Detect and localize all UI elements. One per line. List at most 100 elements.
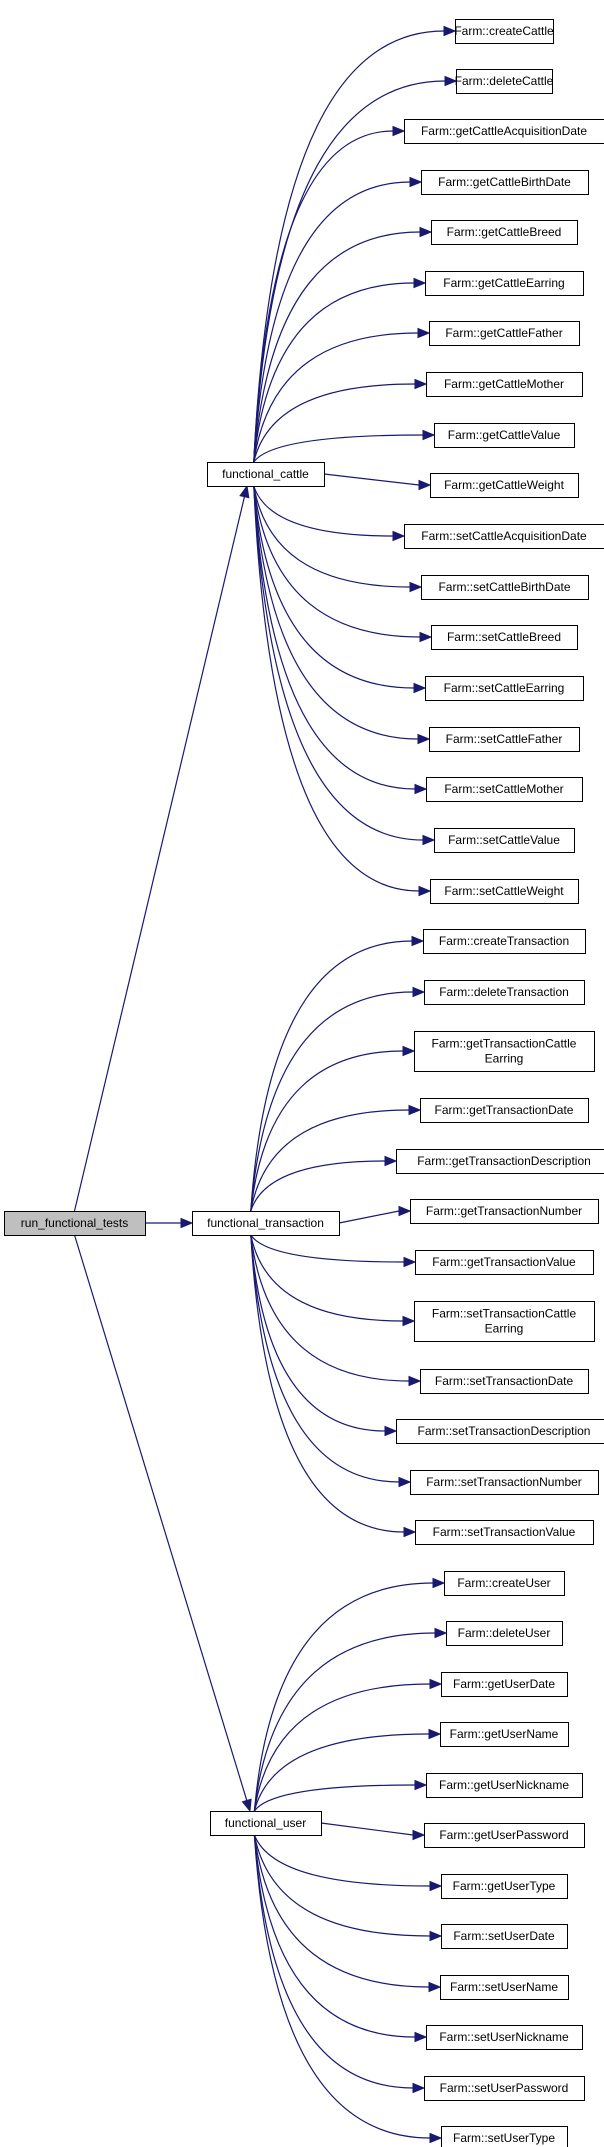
node-delete-cattle[interactable]: Farm::deleteCattle [455, 69, 554, 94]
node-set-cattle-birth-date[interactable]: Farm::setCattleBirthDate [421, 575, 589, 600]
edge-cattle-to-set-cattle-birth-date-arrowhead [409, 581, 423, 593]
node-create-transaction[interactable]: Farm::createTransaction [423, 929, 586, 954]
edge-cattle-to-set-cattle-birth-date [253, 485, 411, 588]
edge-cattle-to-get-cattle-father [253, 332, 419, 463]
edge-cattle-to-set-cattle-father [253, 485, 419, 740]
node-set-cattle-breed[interactable]: Farm::setCattleBreed [431, 625, 578, 650]
node-get-cattle-mother[interactable]: Farm::getCattleMother [426, 372, 583, 397]
node-set-cattle-earring-label: Farm::setCattleEarring [444, 681, 565, 695]
node-set-transaction-description[interactable]: Farm::setTransactionDescription [396, 1419, 604, 1444]
node-set-transaction-date[interactable]: Farm::setTransactionDate [420, 1369, 589, 1394]
node-get-cattle-breed-label: Farm::getCattleBreed [447, 225, 562, 239]
node-set-cattle-acquisition-date[interactable]: Farm::setCattleAcquisitionDate [404, 524, 604, 549]
node-get-cattle-weight[interactable]: Farm::getCattleWeight [430, 473, 579, 498]
node-set-cattle-mother[interactable]: Farm::setCattleMother [426, 777, 583, 802]
node-run-functional-tests[interactable]: run_functional_tests [4, 1211, 146, 1236]
node-get-cattle-earring[interactable]: Farm::getCattleEarring [425, 271, 584, 296]
node-delete-transaction[interactable]: Farm::deleteTransaction [424, 980, 585, 1005]
node-set-transaction-value[interactable]: Farm::setTransactionValue [415, 1520, 594, 1545]
node-get-cattle-acquisition-date-label: Farm::getCattleAcquisitionDate [421, 124, 587, 138]
node-set-cattle-father[interactable]: Farm::setCattleFather [429, 727, 580, 752]
node-set-cattle-value[interactable]: Farm::setCattleValue [434, 828, 575, 853]
node-set-user-type[interactable]: Farm::setUserType [441, 2126, 568, 2147]
node-create-transaction-label: Farm::createTransaction [439, 934, 569, 948]
node-create-user[interactable]: Farm::createUser [444, 1571, 565, 1596]
node-get-cattle-acquisition-date[interactable]: Farm::getCattleAcquisitionDate [404, 119, 604, 144]
node-get-cattle-mother-label: Farm::getCattleMother [444, 377, 564, 391]
node-get-user-name-box [440, 1722, 569, 1747]
node-get-cattle-birth-date[interactable]: Farm::getCattleBirthDate [421, 170, 589, 195]
edge-user-to-get-user-password [320, 1822, 414, 1836]
node-create-user-label: Farm::createUser [457, 1576, 550, 1590]
edge-user-to-set-user-name [253, 1834, 430, 1988]
node-get-cattle-breed[interactable]: Farm::getCattleBreed [431, 220, 578, 245]
edge-run-to-cattle [73, 496, 246, 1212]
node-get-transaction-date[interactable]: Farm::getTransactionDate [420, 1098, 589, 1123]
edge-cattle-to-get-cattle-weight-arrowhead [418, 479, 432, 491]
edge-transaction-to-set-transaction-value-arrowhead [403, 1526, 417, 1538]
edge-user-to-get-user-password-arrowhead [412, 1829, 426, 1841]
node-delete-user[interactable]: Farm::deleteUser [446, 1621, 563, 1646]
node-set-transaction-number-label: Farm::setTransactionNumber [426, 1475, 582, 1489]
node-set-transaction-number[interactable]: Farm::setTransactionNumber [410, 1470, 599, 1495]
node-get-transaction-cattle-earring-label: Earring [485, 1052, 524, 1066]
edge-cattle-to-set-cattle-earring [253, 485, 415, 689]
node-get-user-password-label: Farm::getUserPassword [439, 1828, 568, 1842]
edge-user-to-set-user-type-arrowhead [429, 2132, 443, 2144]
edge-user-to-get-user-nickname [253, 1784, 416, 1812]
edge-user-to-delete-user-arrowhead [434, 1627, 448, 1639]
node-functional-user[interactable]: functional_user [210, 1811, 322, 1836]
node-delete-cattle-label: Farm::deleteCattle [455, 74, 554, 88]
node-get-cattle-value[interactable]: Farm::getCattleValue [434, 423, 575, 448]
edge-run-to-user-arrowhead [241, 1798, 252, 1813]
edge-cattle-to-set-cattle-breed-arrowhead [419, 631, 433, 643]
edge-run-to-transaction-arrowhead [180, 1217, 194, 1229]
node-create-cattle[interactable]: Farm::createCattle [454, 19, 554, 44]
node-set-cattle-weight[interactable]: Farm::setCattleWeight [430, 879, 579, 904]
node-get-transaction-value[interactable]: Farm::getTransactionValue [415, 1250, 594, 1275]
node-get-user-name[interactable]: Farm::getUserName [440, 1722, 569, 1747]
node-set-user-password[interactable]: Farm::setUserPassword [424, 2076, 585, 2101]
node-get-user-date-label: Farm::getUserDate [453, 1677, 555, 1691]
edge-cattle-to-set-cattle-mother-arrowhead [414, 783, 428, 795]
node-functional-transaction[interactable]: functional_transaction [192, 1211, 340, 1236]
node-set-user-name-box [440, 1975, 569, 2000]
edge-cattle-to-set-cattle-mother [253, 485, 416, 790]
node-get-transaction-value-box [415, 1250, 594, 1275]
node-get-user-type-box [441, 1874, 568, 1899]
edge-user-to-set-user-password [253, 1834, 414, 2089]
node-get-user-password[interactable]: Farm::getUserPassword [424, 1823, 585, 1848]
edge-transaction-to-set-transaction-date [250, 1234, 410, 1382]
node-get-cattle-earring-label: Farm::getCattleEarring [443, 276, 564, 290]
node-get-user-type[interactable]: Farm::getUserType [441, 1874, 568, 1899]
edge-user-to-set-user-name-arrowhead [428, 1981, 442, 1993]
node-get-user-date[interactable]: Farm::getUserDate [441, 1672, 568, 1697]
edge-transaction-to-get-transaction-number [338, 1210, 400, 1224]
node-functional-transaction-box [192, 1211, 340, 1236]
edge-user-to-set-user-type [253, 1834, 431, 2139]
node-set-user-type-box [441, 2126, 568, 2147]
node-set-user-name[interactable]: Farm::setUserName [440, 1975, 569, 2000]
node-get-transaction-number[interactable]: Farm::getTransactionNumber [410, 1199, 599, 1224]
node-create-cattle-box [455, 19, 554, 44]
node-set-cattle-acquisition-date-label: Farm::setCattleAcquisitionDate [421, 529, 587, 543]
node-set-cattle-value-label: Farm::setCattleValue [448, 833, 560, 847]
node-functional-cattle[interactable]: functional_cattle [207, 462, 325, 487]
edge-user-to-get-user-nickname-arrowhead [414, 1779, 428, 1791]
node-set-user-date[interactable]: Farm::setUserDate [441, 1924, 568, 1949]
node-get-user-nickname-box [426, 1773, 583, 1798]
node-get-cattle-father[interactable]: Farm::getCattleFather [429, 321, 580, 346]
node-get-transaction-description-box [396, 1149, 604, 1174]
node-get-user-nickname[interactable]: Farm::getUserNickname [426, 1773, 583, 1798]
node-set-cattle-earring[interactable]: Farm::setCattleEarring [425, 676, 584, 701]
edge-cattle-to-create-cattle [253, 30, 445, 463]
node-get-transaction-description[interactable]: Farm::getTransactionDescription [396, 1149, 604, 1174]
edge-user-to-create-user-arrowhead [432, 1577, 446, 1589]
edge-user-to-delete-user [253, 1632, 436, 1812]
edge-cattle-to-get-cattle-weight [323, 473, 420, 486]
node-set-cattle-acquisition-date-box [404, 524, 604, 549]
node-set-user-name-label: Farm::setUserName [450, 1980, 558, 1994]
node-set-user-nickname[interactable]: Farm::setUserNickname [426, 2025, 583, 2050]
